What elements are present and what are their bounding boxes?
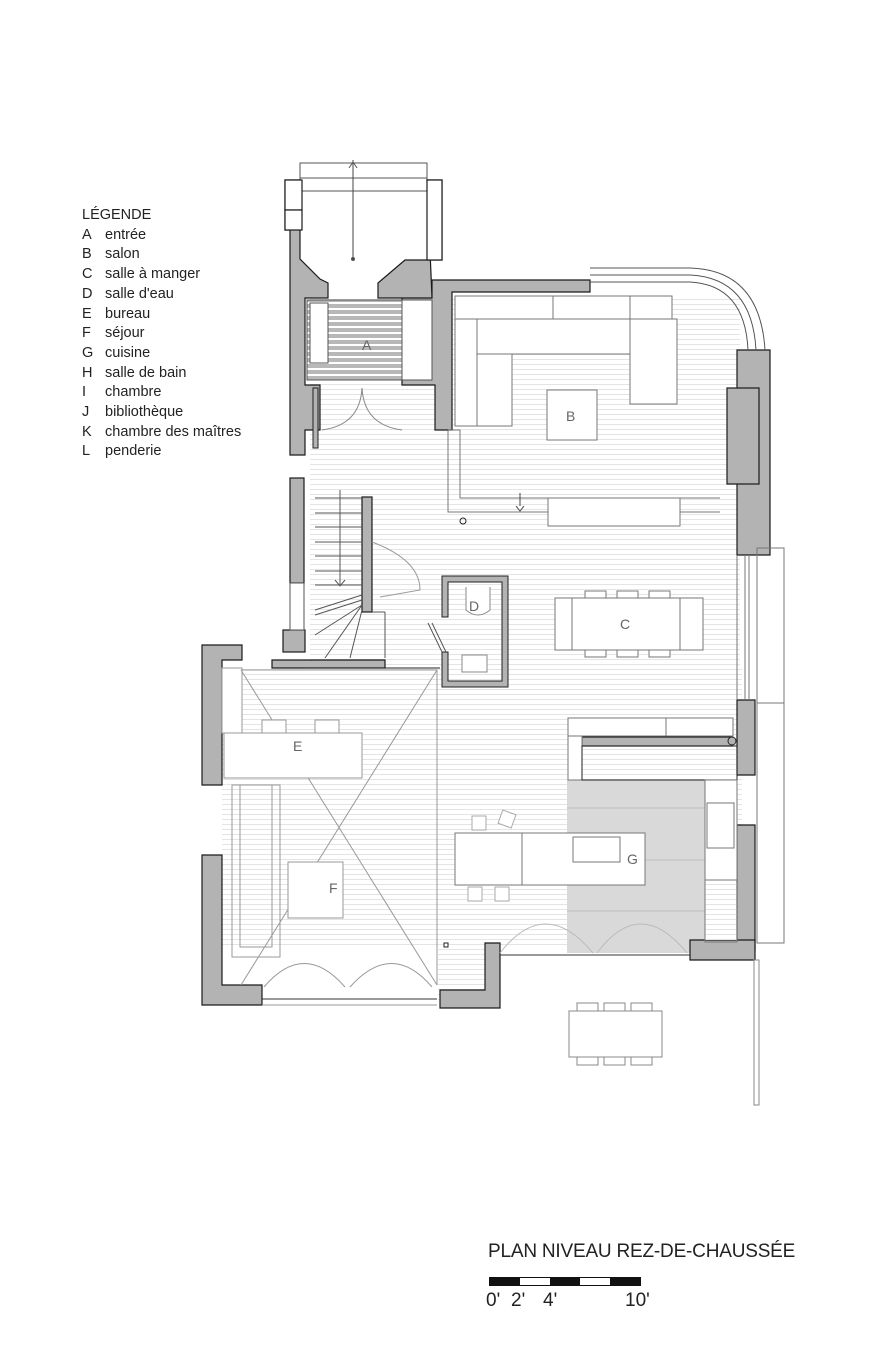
room-label-d: D — [469, 598, 479, 614]
room-salon — [447, 295, 720, 527]
walls — [201, 179, 771, 1009]
legend-title: LÉGENDE — [82, 207, 152, 223]
scale-segment — [520, 1278, 550, 1285]
room-salle-a-manger — [554, 590, 704, 658]
room-label-b: B — [566, 408, 575, 424]
room-cuisine — [443, 717, 738, 956]
room-label-c: C — [620, 616, 630, 632]
scale-label: 0' — [486, 1290, 501, 1311]
room-label-e: E — [293, 738, 302, 754]
scale-segment — [490, 1278, 520, 1285]
bay-window — [590, 267, 766, 351]
staircase — [289, 490, 421, 659]
console-table — [547, 497, 681, 527]
room-labels: A B C D E F G — [293, 337, 638, 896]
scale-segment — [580, 1278, 610, 1285]
scale-segment — [610, 1278, 640, 1285]
plan-title: PLAN NIVEAU REZ-DE-CHAUSSÉE — [488, 1241, 796, 1262]
room-label-g: G — [627, 851, 638, 867]
scale-segment — [550, 1278, 580, 1285]
right-glazing — [736, 547, 785, 944]
scale-bar — [489, 1277, 641, 1286]
room-label-f: F — [329, 880, 338, 896]
scale-label: 4' — [543, 1290, 558, 1311]
scale-label: 10' — [625, 1290, 650, 1311]
room-label-a: A — [362, 337, 372, 353]
scale-label: 2' — [511, 1290, 526, 1311]
coffee-table — [546, 389, 598, 441]
room-bureau-sejour — [221, 667, 438, 1006]
room-salle-d-eau — [427, 575, 509, 688]
room-entree — [306, 299, 433, 449]
front-porch — [299, 160, 428, 261]
exterior-dining-table — [568, 959, 760, 1106]
